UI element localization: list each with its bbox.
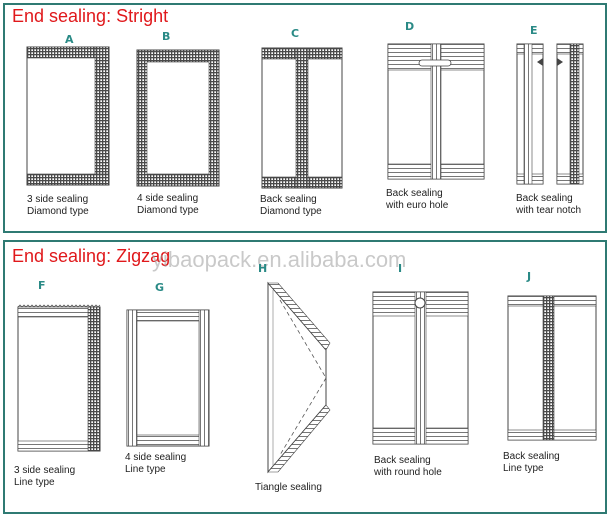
tear-notch-shape [537, 58, 543, 66]
pouch-g [126, 309, 210, 447]
caption-i-line1: Back sealing [374, 455, 431, 466]
caption-d-line1: Back sealing [386, 188, 443, 199]
caption-h: Tiangle sealing [255, 482, 322, 494]
pouch-b [136, 49, 220, 187]
caption-f-line2: Line type [14, 477, 55, 488]
pouch-a [26, 46, 110, 186]
pouch-h [267, 281, 331, 474]
label-c: C [291, 27, 300, 40]
caption-g-line1: 4 side sealing [125, 452, 187, 463]
caption-b-line2: Diamond type [137, 205, 199, 216]
caption-a: 3 side sealing Diamond type [27, 194, 89, 218]
label-j: J [527, 270, 532, 283]
euro-hole-shape [418, 59, 452, 67]
caption-b: 4 side sealing Diamond type [137, 193, 199, 217]
caption-f: 3 side sealing Line type [14, 465, 75, 489]
round-hole-shape [414, 297, 426, 309]
caption-a-line2: Diamond type [27, 206, 89, 217]
pouch-d [387, 43, 485, 180]
pouch-i [372, 291, 469, 445]
label-i: I [398, 262, 403, 275]
caption-e-line2: with tear notch [516, 205, 582, 216]
pouch-c [261, 47, 343, 189]
label-a: A [65, 33, 74, 46]
label-h: H [258, 262, 268, 275]
label-e: E [530, 24, 538, 37]
caption-a-line1: 3 side sealing [27, 194, 89, 205]
caption-e: Back sealing with tear notch [516, 193, 581, 217]
caption-i-line2: with round hole [374, 467, 442, 478]
watermark-text: yibaopack.en.alibaba.com [152, 247, 407, 272]
section-title-straight: End sealing: Stright [12, 6, 169, 26]
label-b: B [162, 30, 171, 43]
label-g: G [155, 281, 165, 294]
section-title-zigzag: End sealing: Zigzag [12, 246, 171, 266]
caption-c-line1: Back sealing [260, 194, 317, 205]
caption-h-line1: Tiangle sealing [255, 482, 322, 493]
caption-j-line2: Line type [503, 463, 544, 474]
caption-e-line1: Back sealing [516, 193, 573, 204]
caption-j: Back sealing Line type [503, 451, 560, 475]
caption-j-line1: Back sealing [503, 451, 560, 462]
caption-c: Back sealing Diamond type [260, 194, 322, 218]
caption-d: Back sealing with euro hole [386, 188, 448, 212]
caption-b-line1: 4 side sealing [137, 193, 199, 204]
pouch-j [507, 295, 597, 441]
caption-f-line1: 3 side sealing [14, 465, 76, 476]
caption-g: 4 side sealing Line type [125, 452, 186, 476]
caption-i: Back sealing with round hole [374, 455, 442, 479]
pouch-e [516, 43, 584, 185]
label-d: D [405, 20, 415, 33]
pouch-f [17, 304, 101, 452]
caption-c-line2: Diamond type [260, 206, 322, 217]
label-f: F [38, 279, 46, 292]
caption-d-line2: with euro hole [386, 200, 449, 211]
caption-g-line2: Line type [125, 464, 166, 475]
